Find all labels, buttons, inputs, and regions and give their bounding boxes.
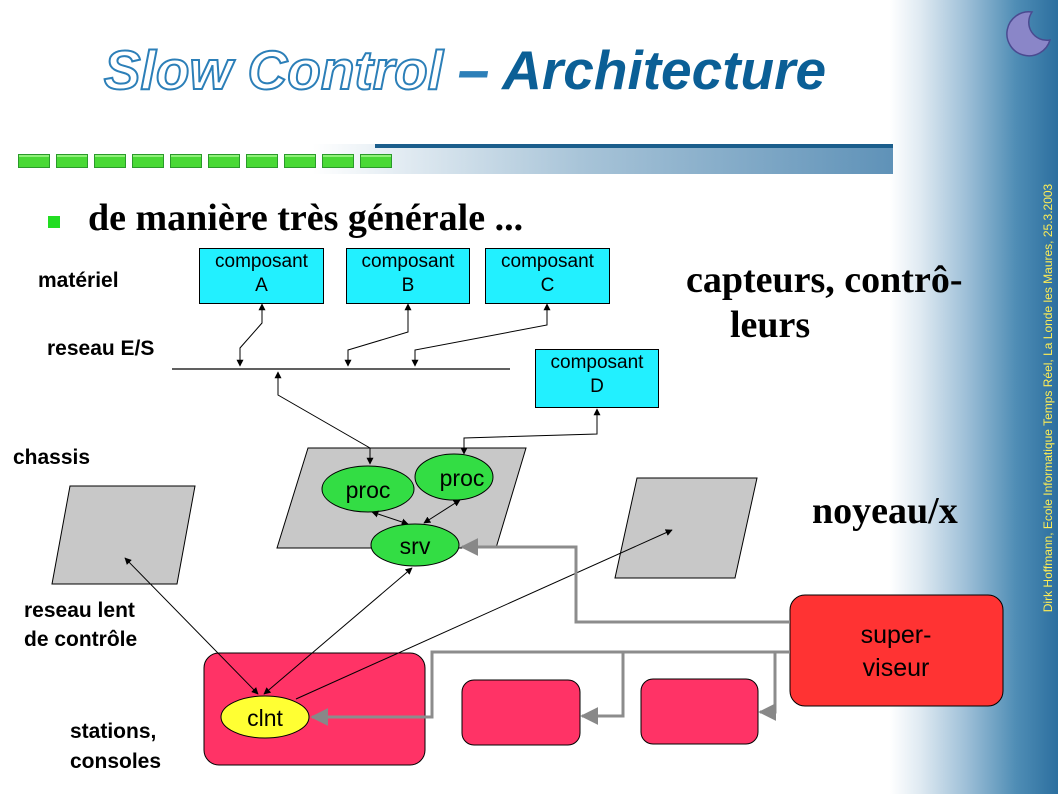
rule-block [322, 154, 354, 168]
link-srv-clnt [263, 567, 413, 695]
proc-label-1: proc [346, 477, 391, 503]
component-b-line1: composant [361, 251, 455, 272]
label-stations-2: consoles [70, 750, 162, 773]
title-solid-part: Architecture [502, 39, 827, 101]
link-proc1-srv [371, 510, 409, 526]
srv-node [370, 523, 460, 567]
link-proc2-srv [423, 499, 461, 524]
component-a: composant A [199, 248, 324, 304]
rule-block [132, 154, 164, 168]
link-d-proc2 [460, 408, 601, 455]
component-c: composant C [485, 248, 610, 304]
clnt-label: clnt [247, 705, 283, 731]
component-c-line1: composant [501, 251, 594, 272]
callout-noyeau: noyeau/x [812, 490, 958, 532]
chassis-left [51, 485, 196, 585]
title-dash: – [458, 39, 490, 102]
slide-title: Slow Control – Architecture [0, 38, 930, 102]
headline: de manière très générale ... [88, 197, 524, 239]
rule-block [284, 154, 316, 168]
component-d: composant D [535, 349, 659, 408]
component-d-line2: D [590, 376, 604, 397]
proc-node-1 [321, 465, 415, 513]
station-3 [640, 678, 759, 745]
label-stations-1: stations, [70, 720, 157, 743]
proc-label-2: proc [440, 465, 485, 491]
rule-block [18, 154, 50, 168]
superviseur-label-2: viseur [863, 654, 930, 682]
label-reseau-es: reseau E/S [47, 337, 155, 360]
component-c-line2: C [540, 275, 555, 296]
rule-block [94, 154, 126, 168]
link-chassis-right-clnt [295, 529, 673, 700]
station-2 [461, 679, 581, 746]
component-a-line1: composant [215, 251, 308, 272]
label-reseau-lent-1: reseau lent [24, 599, 135, 622]
link-chassis-left-clnt [124, 557, 259, 695]
link-b-bus [344, 303, 412, 367]
link-bus-proc1 [274, 371, 374, 465]
title-outline-part: Slow Control [103, 38, 444, 102]
component-d-line1: composant [550, 352, 644, 373]
rule-block [360, 154, 392, 168]
link-sup-station2 [580, 652, 625, 725]
link-sup-clnt [310, 650, 790, 726]
bullet-icon [48, 216, 60, 228]
component-a-line2: A [255, 275, 268, 296]
superviseur-label-1: super- [861, 621, 932, 649]
label-materiel: matériel [38, 269, 119, 292]
link-a-bus [236, 303, 266, 367]
link-sup-srv [460, 538, 790, 624]
rule-block [246, 154, 278, 168]
link-c-bus [411, 303, 551, 367]
link-sup-station3 [758, 652, 777, 721]
component-b-line2: B [401, 275, 415, 296]
chassis-right [614, 477, 758, 579]
rule-block [170, 154, 202, 168]
srv-label: srv [400, 533, 431, 559]
rule-block [208, 154, 240, 168]
callout-capteurs-2: leurs [730, 304, 811, 346]
rule-block [56, 154, 88, 168]
clnt-node [220, 695, 310, 739]
title-rule-line [375, 144, 893, 148]
label-reseau-lent-2: de contrôle [24, 628, 138, 651]
label-chassis: chassis [13, 446, 91, 469]
superviseur-box [789, 594, 1004, 707]
callout-capteurs-1: capteurs, contrô- [686, 259, 963, 301]
component-b: composant B [346, 248, 470, 304]
